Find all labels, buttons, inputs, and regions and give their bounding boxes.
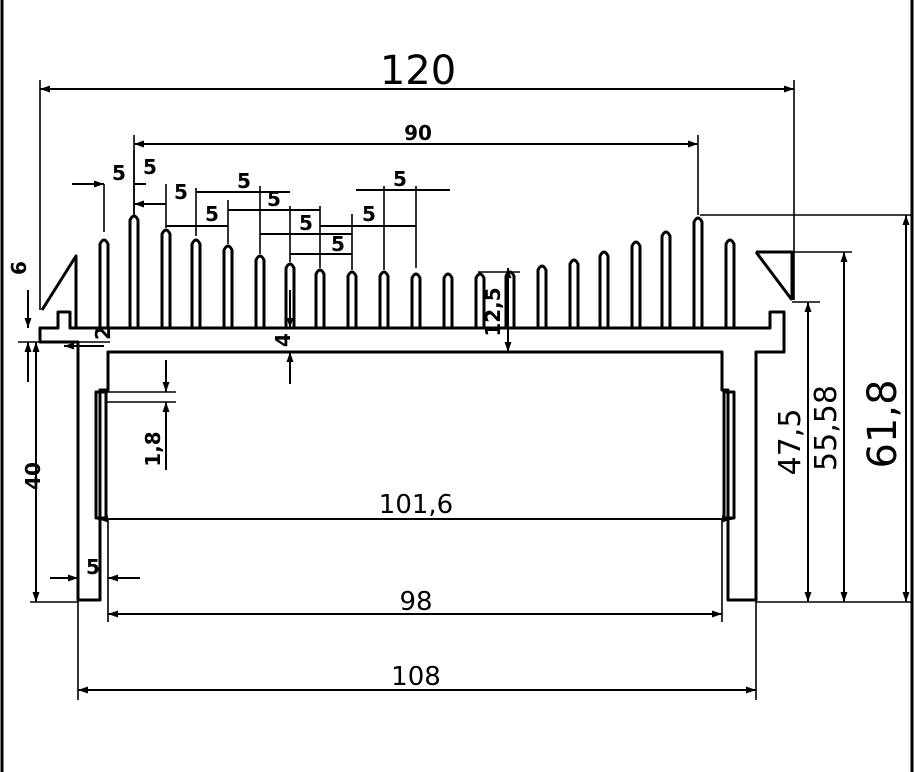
heatsink-fin: [314, 268, 326, 328]
heatsink-fin: [346, 270, 358, 328]
dim-label-2: 2: [91, 326, 115, 340]
pitch-label: 5: [112, 161, 126, 185]
dimension-labels: 120 90 108 98 101,6 5 40 6 2 4 12,5 1,8 …: [7, 48, 906, 692]
pitch-label: 5: [143, 155, 157, 179]
dim-label-1-8: 1,8: [141, 431, 165, 466]
dim-label-120: 120: [380, 48, 456, 94]
dim-label-90: 90: [404, 121, 432, 145]
dim-label-108: 108: [391, 662, 441, 692]
heatsink-fin: [378, 270, 390, 328]
heatsink-fin: [410, 272, 422, 328]
pitch-label: 5: [174, 180, 188, 204]
dim-label-12-5: 12,5: [481, 287, 505, 336]
dim-label-4: 4: [271, 333, 295, 347]
heatsink-fin: [284, 262, 296, 328]
left-wing: [40, 254, 78, 328]
heatsink-fin: [160, 228, 172, 328]
dim-label-47-5: 47,5: [773, 409, 808, 476]
heatsink-fin: [568, 258, 580, 328]
heatsink-fin: [724, 238, 736, 328]
dimension-lines: [18, 80, 912, 700]
heatsink-fin: [128, 214, 140, 328]
pitch-label: 5: [299, 211, 313, 235]
heatsink-fin: [190, 238, 202, 328]
dim-label-101-6: 101,6: [379, 490, 453, 520]
heatsink-fin: [442, 272, 454, 328]
pitch-label: 5: [362, 202, 376, 226]
pitch-label: 5: [393, 167, 407, 191]
heatsink-outline: [38, 214, 794, 602]
pitch-label: 5: [205, 202, 219, 226]
dim-label-6: 6: [7, 261, 31, 275]
heatsink-fin: [222, 244, 234, 328]
dim-label-wall: 5: [86, 555, 100, 579]
heatsink-fin: [474, 272, 486, 328]
heatsink-fin: [660, 230, 672, 328]
dim-label-40: 40: [21, 462, 45, 490]
pitch-label: 5: [331, 232, 345, 256]
heatsink-fin: [630, 240, 642, 328]
right-wing: [754, 250, 794, 301]
pitch-label: 5: [237, 169, 251, 193]
heatsink-fin: [98, 238, 110, 328]
dim-label-55-58: 55,58: [809, 385, 844, 471]
fin-pitch-dims: [72, 150, 450, 270]
fin-array: [98, 214, 736, 328]
base-plate: [38, 310, 786, 602]
heatsink-fin: [536, 264, 548, 328]
dim-label-98: 98: [399, 587, 432, 617]
heatsink-fin: [692, 216, 704, 328]
pitch-label: 5: [267, 187, 281, 211]
heatsink-fin: [254, 254, 266, 328]
dim-label-61-8: 61,8: [860, 379, 906, 468]
heatsink-fin: [598, 250, 610, 328]
